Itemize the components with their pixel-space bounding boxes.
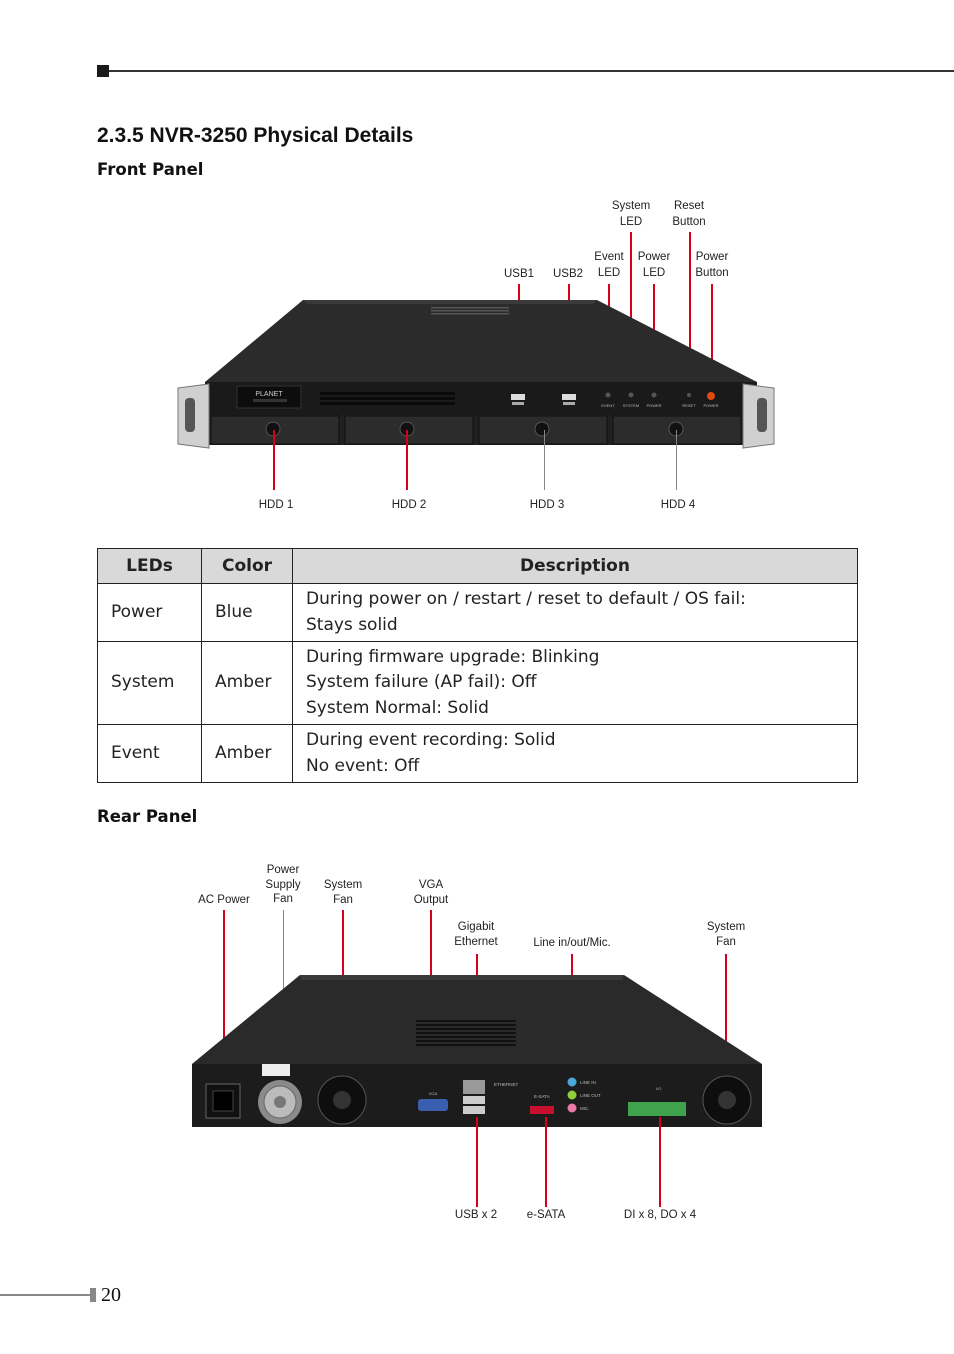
callout-usb-x2: USB x 2: [454, 1209, 498, 1221]
header-rule: [109, 70, 954, 72]
led-table: LEDs Color Description Power Blue During…: [97, 548, 858, 783]
footer-rule: [0, 1294, 90, 1296]
callout-hdd4: HDD 4: [660, 499, 696, 511]
front-logo-text: PLANET: [255, 391, 283, 398]
line-hdd1: [273, 430, 275, 490]
front-panel-device: PLANET EVENT SYSTEM POWER RESET POWER: [177, 300, 775, 449]
rear-panel-heading: Rear Panel: [97, 807, 198, 826]
cell-led: Power: [97, 583, 202, 642]
callout-line-in-out-mic: Line in/out/Mic.: [533, 937, 611, 949]
callout-usb2: USB2: [552, 268, 584, 280]
table-row: System Amber During firmware upgrade: Bl…: [97, 641, 858, 725]
line-usb: [476, 1117, 478, 1207]
cell-color: Blue: [201, 583, 293, 642]
line-system-fan-right: [725, 954, 727, 1092]
table-row: Power Blue During power on / restart / r…: [97, 583, 858, 642]
callout-hdd1: HDD 1: [258, 499, 294, 511]
table-row: Event Amber During event recording: Soli…: [97, 724, 858, 783]
cell-led: System: [97, 641, 202, 725]
header-description: Description: [292, 548, 858, 584]
line-hdd4: [676, 430, 677, 490]
front-label-reset: RESET: [682, 403, 696, 408]
front-label-system: SYSTEM: [623, 403, 639, 408]
rear-mic-text: MIC.: [580, 1106, 590, 1111]
callout-hdd3: HDD 3: [529, 499, 565, 511]
front-label-power: POWER: [646, 403, 661, 408]
callout-usb1: USB1: [503, 268, 535, 280]
front-panel-heading: Front Panel: [97, 160, 204, 179]
line-reset-button: [689, 232, 691, 396]
table-header-row: LEDs Color Description: [97, 548, 858, 584]
line-system-led: [630, 232, 632, 396]
rear-line-out-text: LINE OUT: [580, 1093, 601, 1098]
header-leds: LEDs: [97, 548, 202, 584]
callout-di-do: DI x 8, DO x 4: [623, 1209, 697, 1221]
rear-vga-text: VGA: [429, 1091, 438, 1096]
header-square: [97, 65, 109, 77]
cell-led: Event: [97, 724, 202, 783]
line-dido: [659, 1117, 661, 1207]
rear-io-text: I/O: [656, 1086, 661, 1091]
page-number: 20: [101, 1284, 121, 1306]
line-hdd3: [544, 430, 545, 490]
cell-description: During event recording: Solid No event: …: [292, 724, 858, 783]
rear-ethernet-text: ETHERNET: [494, 1082, 519, 1087]
callout-hdd2: HDD 2: [391, 499, 427, 511]
header-color: Color: [201, 548, 293, 584]
front-label-power-btn: POWER: [703, 403, 718, 408]
line-ac-power: [223, 910, 225, 1090]
cell-description: During power on / restart / reset to def…: [292, 583, 858, 642]
section-title: 2.3.5 NVR-3250 Physical Details: [97, 124, 414, 147]
line-hdd2: [406, 430, 408, 490]
cell-color: Amber: [201, 724, 293, 783]
cell-description: During firmware upgrade: Blinking System…: [292, 641, 858, 725]
callout-ac-power: AC Power: [198, 894, 250, 906]
rear-esata-text: E-SATA: [534, 1094, 550, 1099]
rear-panel-device: VGA ETHERNET E-SATA LINE IN LINE OUT MIC…: [192, 975, 762, 1127]
rear-line-in-text: LINE IN: [580, 1080, 596, 1085]
front-label-event: EVENT: [601, 403, 615, 408]
cell-color: Amber: [201, 641, 293, 725]
footer-tick: [90, 1288, 96, 1302]
callout-esata: e-SATA: [526, 1209, 566, 1221]
line-power-button: [711, 284, 713, 396]
line-esata: [545, 1117, 547, 1207]
